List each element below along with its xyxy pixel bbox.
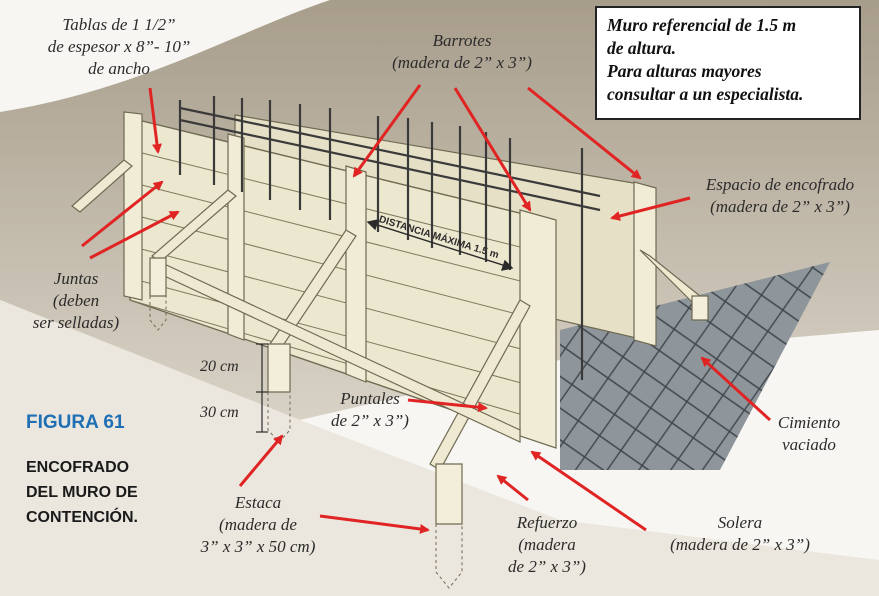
- stud-4: [519, 209, 557, 449]
- label-juntas-line: Juntas: [53, 269, 99, 288]
- stud-5: [633, 181, 657, 347]
- label-espacio-line: Espacio de encofrado: [705, 175, 855, 194]
- arrow-tablas: [148, 87, 162, 154]
- label-refuerzo: Refuerzo (madera de 2” x 3”): [492, 512, 602, 578]
- dimension-bottom: 30 cm: [200, 404, 239, 421]
- label-refuerzo-line: de 2” x 3”): [508, 557, 586, 576]
- distance-dimension: [366, 219, 514, 271]
- arrow-juntas-2: [89, 210, 180, 260]
- label-espacio: Espacio de encofrado (madera de 2” x 3”): [690, 174, 870, 218]
- stake-4: [691, 295, 709, 321]
- arrow-puntales: [407, 398, 488, 413]
- arrow-refuerzo: [496, 474, 529, 502]
- arrow-estaca-1: [238, 434, 284, 487]
- label-juntas-line: ser selladas): [32, 313, 120, 332]
- arrow-solera: [530, 450, 647, 532]
- label-estaca-line: (madera de: [219, 515, 297, 534]
- arrow-espacio: [610, 196, 691, 221]
- stake-2: [267, 343, 291, 393]
- label-estaca: Estaca (madera de 3” x 3” x 50 cm): [178, 492, 338, 558]
- arrow-barrotes-1: [352, 84, 422, 178]
- label-cimiento-line: Cimiento: [777, 413, 841, 432]
- label-estaca-line: 3” x 3” x 50 cm): [200, 537, 316, 556]
- label-barrotes-line: (madera de 2” x 3”): [392, 53, 532, 72]
- arrow-barrotes-2: [453, 87, 532, 212]
- brace-1: [71, 159, 133, 213]
- note-line: Para alturas mayores: [607, 61, 762, 81]
- caption-line: CONTENCIÓN.: [26, 509, 138, 526]
- stake-3-buried: [435, 524, 463, 589]
- label-tablas-line: de espesor x 8”- 10”: [47, 37, 191, 56]
- label-puntales: Puntales de 2” x 3”): [318, 388, 422, 432]
- label-juntas-line: (deben: [52, 291, 100, 310]
- rebar: [178, 96, 601, 380]
- caption-line: ENCOFRADO: [26, 459, 130, 476]
- label-juntas: Juntas (deben ser selladas): [10, 268, 142, 334]
- label-solera: Solera (madera de 2” x 3”): [650, 512, 830, 556]
- label-refuerzo-line: (madera: [518, 535, 576, 554]
- ground-floor: [0, 300, 879, 596]
- stake-1-buried: [149, 296, 167, 331]
- label-puntales-line: Puntales: [340, 389, 400, 408]
- dimension-top: 20 cm: [200, 358, 239, 375]
- caption-line: DEL MURO DE: [26, 484, 138, 501]
- label-tablas-line: Tablas de 1 1/2”: [62, 15, 176, 34]
- stake-3: [435, 463, 463, 525]
- figure-number: FIGURA 61: [26, 412, 125, 433]
- reference-note: Muro referencial de 1.5 m de altura. Par…: [595, 6, 861, 120]
- arrow-estaca-2: [319, 514, 430, 534]
- label-puntales-line: de 2” x 3”): [331, 411, 409, 430]
- stake-1: [149, 257, 167, 297]
- label-tablas: Tablas de 1 1/2” de espesor x 8”- 10” de…: [24, 14, 214, 80]
- label-espacio-line: (madera de 2” x 3”): [710, 197, 850, 216]
- label-barrotes: Barrotes (madera de 2” x 3”): [362, 30, 562, 74]
- label-refuerzo-line: Refuerzo: [516, 513, 578, 532]
- figure-caption: ENCOFRADO DEL MURO DE CONTENCIÓN.: [26, 455, 138, 530]
- note-line: de altura.: [607, 38, 677, 58]
- label-solera-line: Solera: [717, 513, 763, 532]
- note-line: consultar a un especialista.: [607, 84, 804, 104]
- label-solera-line: (madera de 2” x 3”): [670, 535, 810, 554]
- stud-2: [227, 133, 245, 341]
- label-estaca-line: Estaca: [234, 493, 282, 512]
- label-tablas-line: de ancho: [88, 59, 150, 78]
- arrow-cimiento: [700, 356, 772, 422]
- label-barrotes-line: Barrotes: [432, 31, 492, 50]
- arrow-juntas-1: [81, 180, 164, 248]
- depth-dimension: [256, 343, 268, 433]
- note-line: Muro referencial de 1.5 m: [607, 15, 797, 35]
- label-cimiento-line: vaciado: [782, 435, 836, 454]
- label-cimiento: Cimiento vaciado: [764, 412, 854, 456]
- arrow-barrotes-3: [527, 86, 642, 180]
- callout-arrows: [81, 84, 772, 534]
